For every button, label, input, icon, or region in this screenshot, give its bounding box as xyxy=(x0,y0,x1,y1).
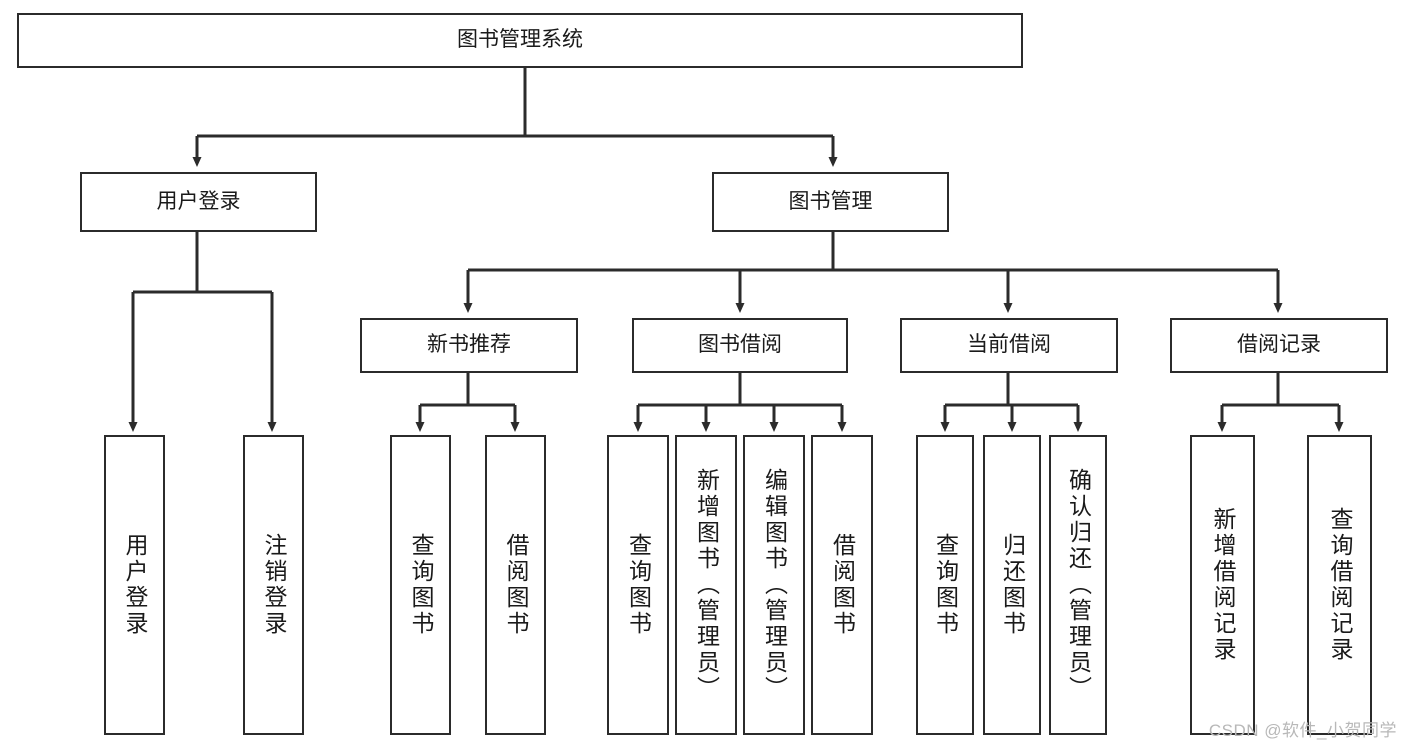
node-user-login-label: 用户登录 xyxy=(156,189,241,213)
node-borrow-record-label: 借阅记录 xyxy=(1237,333,1321,357)
node-leaf-add-borrow-record[interactable]: 新增借阅记录 xyxy=(1190,435,1255,735)
node-leaf-query-book-borrow-label: 查询图书 xyxy=(625,533,652,637)
node-leaf-query-book-current[interactable]: 查询图书 xyxy=(916,435,974,735)
node-new-book-recommend-label: 新书推荐 xyxy=(427,333,511,357)
node-book-borrow[interactable]: 图书借阅 xyxy=(632,318,848,373)
node-leaf-query-borrow-record[interactable]: 查询借阅记录 xyxy=(1307,435,1372,735)
node-book-management-label: 图书管理 xyxy=(788,189,873,213)
node-current-borrow-label: 当前借阅 xyxy=(967,333,1051,357)
node-leaf-query-book-current-label: 查询图书 xyxy=(932,533,959,637)
node-leaf-confirm-return-admin[interactable]: 确认归还（管理员） xyxy=(1049,435,1107,735)
node-leaf-logout-label: 注销登录 xyxy=(261,533,287,637)
node-current-borrow[interactable]: 当前借阅 xyxy=(900,318,1118,373)
node-book-borrow-label: 图书借阅 xyxy=(698,333,782,357)
node-leaf-edit-book-admin[interactable]: 编辑图书（管理员） xyxy=(743,435,805,735)
node-leaf-query-borrow-record-label: 查询借阅记录 xyxy=(1327,507,1353,663)
node-leaf-edit-book-admin-label: 编辑图书（管理员） xyxy=(761,468,788,702)
watermark-text: CSDN @软件_小贺同学 xyxy=(1208,721,1397,740)
node-leaf-query-book-new-label: 查询图书 xyxy=(408,533,434,637)
node-leaf-query-book-borrow[interactable]: 查询图书 xyxy=(607,435,669,735)
node-leaf-user-login[interactable]: 用户登录 xyxy=(104,435,165,735)
node-leaf-add-book-admin-label: 新增图书（管理员） xyxy=(693,468,720,702)
node-leaf-confirm-return-admin-label: 确认归还（管理员） xyxy=(1065,468,1092,702)
node-new-book-recommend[interactable]: 新书推荐 xyxy=(360,318,578,373)
node-leaf-borrow-book-label: 借阅图书 xyxy=(829,533,856,637)
node-user-login[interactable]: 用户登录 xyxy=(80,172,317,232)
node-root-label: 图书管理系统 xyxy=(457,28,583,52)
node-leaf-query-book-new[interactable]: 查询图书 xyxy=(390,435,451,735)
node-leaf-add-borrow-record-label: 新增借阅记录 xyxy=(1210,507,1236,663)
node-root[interactable]: 图书管理系统 xyxy=(17,13,1023,68)
node-borrow-record[interactable]: 借阅记录 xyxy=(1170,318,1388,373)
node-leaf-user-login-label: 用户登录 xyxy=(122,533,148,637)
node-leaf-borrow-book[interactable]: 借阅图书 xyxy=(811,435,873,735)
node-leaf-return-book[interactable]: 归还图书 xyxy=(983,435,1041,735)
node-leaf-borrow-book-new-label: 借阅图书 xyxy=(503,533,529,637)
node-leaf-return-book-label: 归还图书 xyxy=(999,533,1026,637)
node-leaf-add-book-admin[interactable]: 新增图书（管理员） xyxy=(675,435,737,735)
node-leaf-logout[interactable]: 注销登录 xyxy=(243,435,304,735)
node-leaf-borrow-book-new[interactable]: 借阅图书 xyxy=(485,435,546,735)
node-book-management[interactable]: 图书管理 xyxy=(712,172,949,232)
